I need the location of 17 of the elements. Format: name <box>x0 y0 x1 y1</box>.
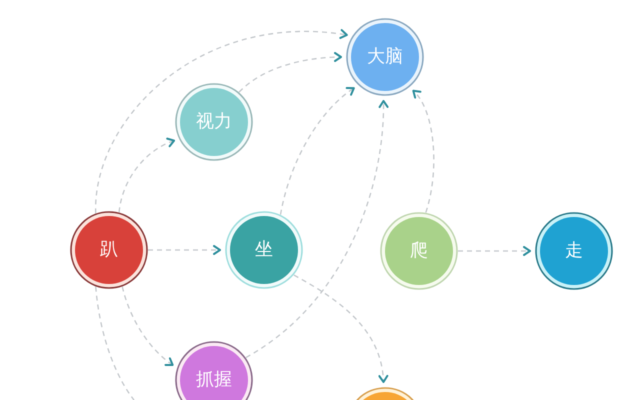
dashed-arrow <box>148 245 221 255</box>
circle-node: 走 <box>535 212 613 290</box>
dashed-arrow <box>294 274 388 383</box>
dashed-arrow <box>412 90 434 213</box>
dashed-arrow <box>122 286 174 366</box>
circle-node: 坐 <box>225 211 303 289</box>
dashed-arrow <box>246 100 388 358</box>
circle-node: 趴 <box>70 211 148 289</box>
circle-node: 视力 <box>175 83 253 161</box>
dashed-line <box>95 286 135 400</box>
dashed-arrow <box>95 29 348 214</box>
dashed-arrow <box>280 87 355 215</box>
circle-node: 大脑 <box>346 18 424 96</box>
dashed-arrow <box>118 138 176 212</box>
dashed-arrow <box>238 52 342 93</box>
dashed-arrow <box>458 246 531 256</box>
circle-node: 爬 <box>380 212 458 290</box>
